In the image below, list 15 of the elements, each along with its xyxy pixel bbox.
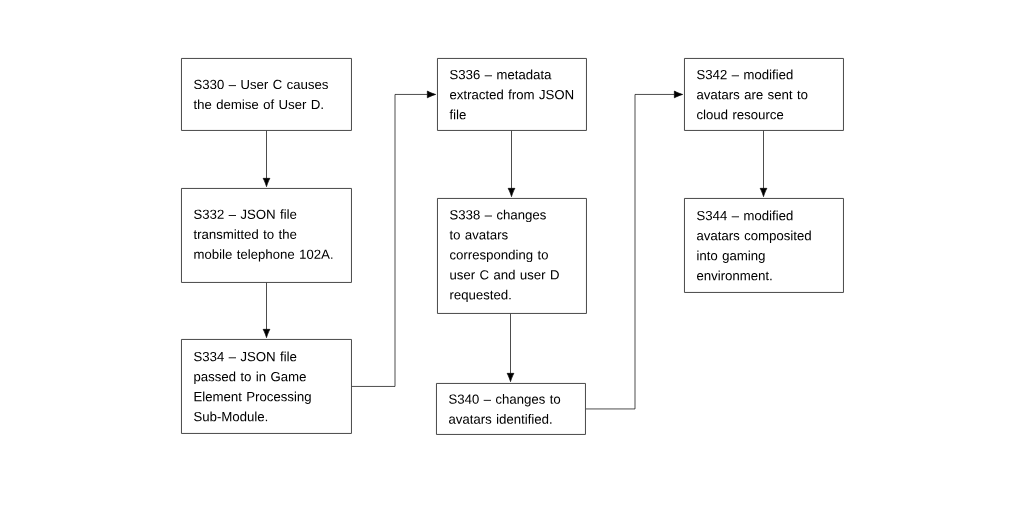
arrow [351,90,436,387]
arrow [262,282,271,338]
arrow [585,90,683,410]
process-box: S338 – changes to avatars corresponding to user C and user D requested. [437,198,587,314]
process-box: S344 – modified avatars composited into gaming environment. [684,198,844,293]
process-box: S330 – User C causes the demise of User D. [181,58,352,131]
arrow [262,130,271,187]
arrow [759,130,768,197]
process-box: S336 – metadata extracted from JSON file [437,58,587,131]
process-box: S332 – JSON file transmitted to the mobile telephone 102A. [181,188,352,283]
arrow [507,130,516,197]
process-box: S334 – JSON file passed to in Game Element Processing Sub-Module. [181,339,352,434]
process-box: S342 – modified avatars are sent to cloud resource [684,58,844,131]
process-box: S340 – changes to avatars identified. [436,383,586,435]
arrow [506,313,515,382]
